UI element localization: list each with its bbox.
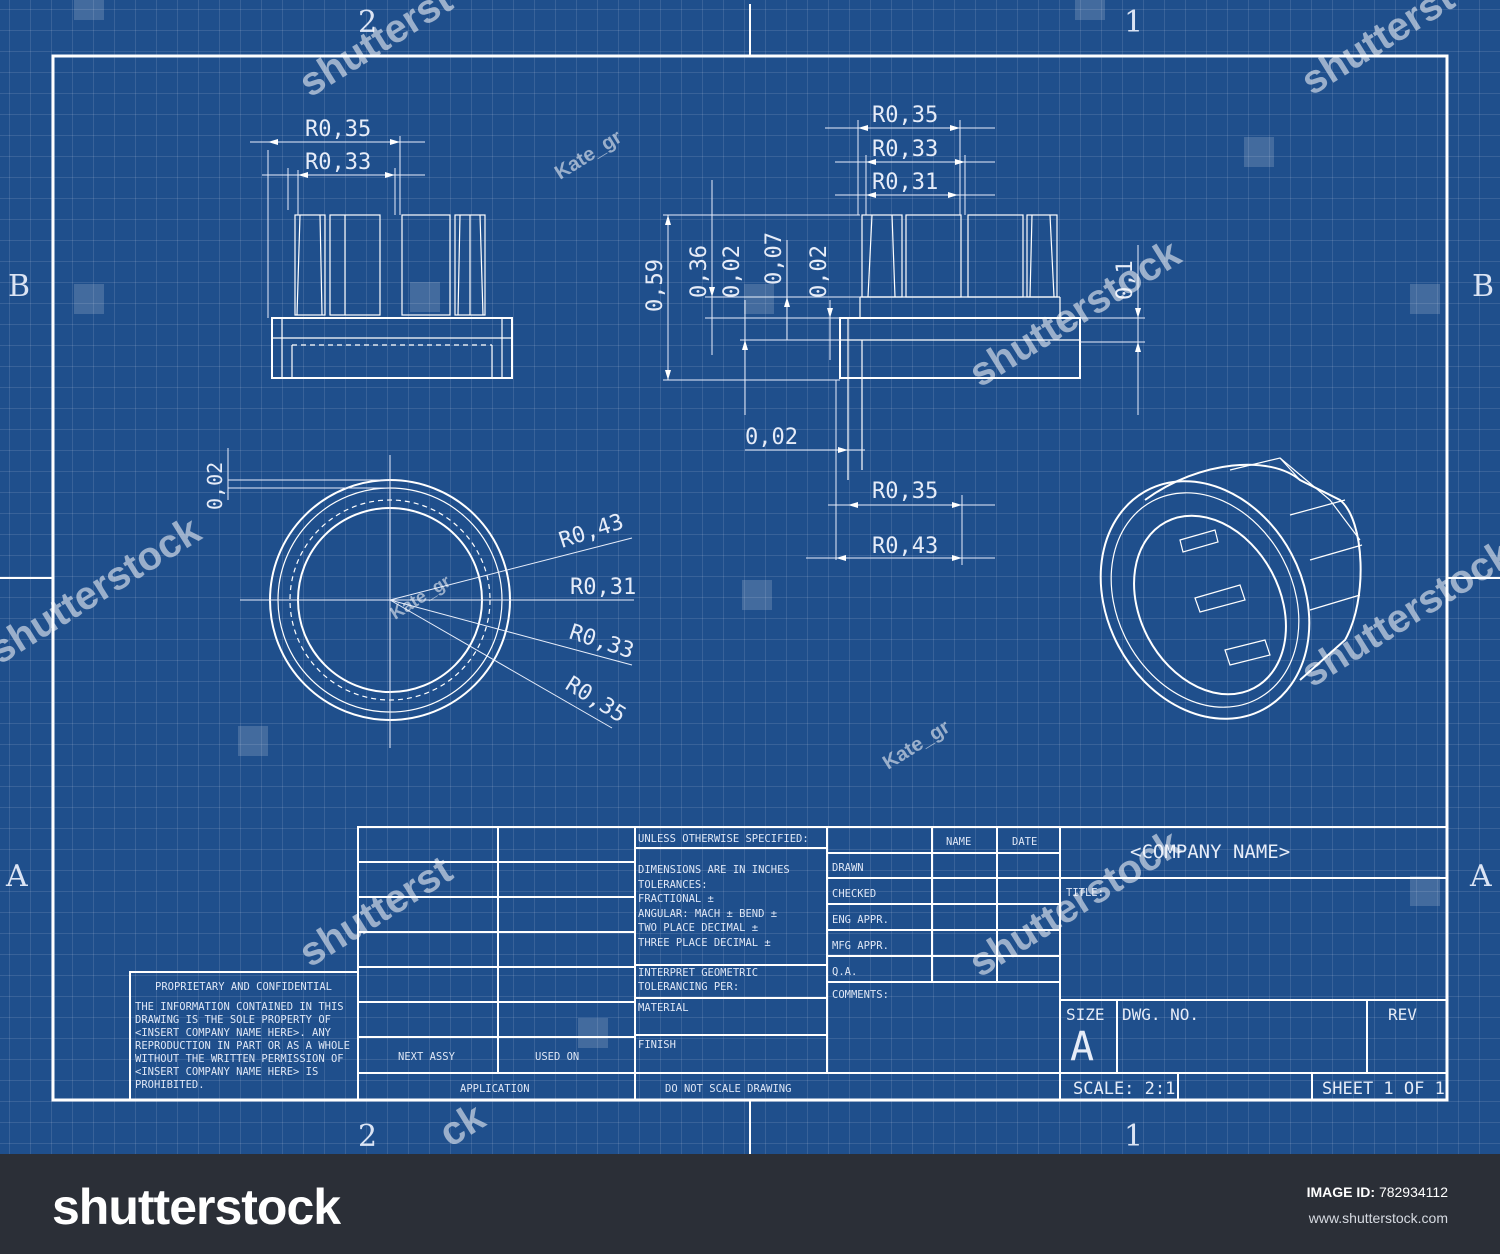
finish-label: FINISH — [638, 1039, 676, 1051]
spec-line-2: TOLERANCES: — [638, 879, 708, 891]
dim-r035-front: R0,35 — [305, 117, 371, 142]
rev-label: REV — [1388, 1005, 1417, 1024]
zone-labels: 2 1 2 1 B A B A — [5, 5, 1494, 1154]
scale-label: SCALE: 2:1 — [1073, 1079, 1175, 1099]
dim-r043-bottom: R0,43 — [872, 534, 938, 559]
zone-left-a: A — [5, 859, 28, 894]
dim-036: 0,36 — [687, 245, 712, 298]
proprietary-title: PROPRIETARY AND CONFIDENTIAL — [155, 981, 332, 993]
dim-002-b: 0,02 — [807, 245, 832, 298]
material-label: MATERIAL — [638, 1002, 689, 1014]
image-id-value: 782934112 — [1378, 1184, 1448, 1200]
dim-r035-bottom: R0,35 — [872, 479, 938, 504]
dim-007: 0,07 — [762, 232, 787, 285]
watermark-brand-1: shutterstock — [961, 231, 1189, 396]
company-name: <COMPANY NAME> — [1130, 841, 1290, 863]
date-header: DATE — [1012, 836, 1037, 848]
zone-bottom-2: 2 — [358, 1119, 377, 1154]
used-on-label: USED ON — [535, 1051, 579, 1063]
interpret-line-1: INTERPRET GEOMETRIC — [638, 967, 758, 979]
footer-url[interactable]: www.shutterstock.com — [1308, 1210, 1448, 1226]
technical-drawing: 2 1 2 1 B A B A — [0, 0, 1500, 1154]
dim-r035-section: R0,35 — [872, 103, 938, 128]
qa-label: Q.A. — [832, 966, 857, 978]
dim-002-a: 0,02 — [720, 245, 745, 298]
watermark-author-3: Kate_gr — [879, 716, 954, 774]
dim-002-bottom: 0,02 — [745, 425, 798, 450]
zone-right-b: B — [1472, 269, 1494, 304]
title-label: TITLE: — [1066, 887, 1104, 899]
footer-image-id: IMAGE ID: 782934112 — [1307, 1184, 1448, 1200]
zone-top-2: 2 — [358, 5, 377, 40]
interpret-line-2: TOLERANCING PER: — [638, 981, 739, 993]
dim-r033-section: R0,33 — [872, 137, 938, 162]
application-label: APPLICATION — [460, 1083, 530, 1095]
drawn-label: DRAWN — [832, 862, 864, 874]
checked-label: CHECKED — [832, 888, 876, 900]
spec-line-4: ANGULAR: MACH ± BEND ± — [638, 908, 777, 920]
zone-top-1: 1 — [1124, 5, 1143, 40]
stock-footer: shutterstock IMAGE ID: 782934112 www.shu… — [0, 1154, 1500, 1254]
watermark-brand-end: ck — [431, 1094, 493, 1154]
watermark-brand-7: shutterst — [1293, 0, 1461, 104]
watermark-brand-3: shutterstock — [0, 508, 209, 673]
dim-059: 0,59 — [643, 259, 668, 312]
spec-header: UNLESS OTHERWISE SPECIFIED: — [638, 833, 809, 845]
section-view: R0,35 R0,33 R0,31 0,59 0,36 0,02 0,07 0,… — [643, 103, 1145, 565]
proprietary-line-4: REPRODUCTION IN PART OR AS A WHOLE — [135, 1040, 350, 1052]
zone-left-b: B — [8, 269, 30, 304]
footer-brand-logo[interactable]: shutterstock — [52, 1179, 341, 1235]
size-label: SIZE — [1066, 1005, 1105, 1024]
spec-line-1: DIMENSIONS ARE IN INCHES — [638, 864, 790, 876]
comments-label: COMMENTS: — [832, 989, 889, 1001]
title-block: PROPRIETARY AND CONFIDENTIAL THE INFORMA… — [129, 826, 1448, 1101]
isometric-view — [1099, 457, 1363, 720]
dim-r031-circle: R0,31 — [570, 575, 636, 600]
dim-002-circle: 0,02 — [203, 462, 227, 510]
dwg-no-label: DWG. NO. — [1122, 1005, 1199, 1024]
name-header: NAME — [946, 836, 971, 848]
eng-appr-label: ENG APPR. — [832, 914, 889, 926]
watermark-brand-5: shutterst — [291, 0, 459, 106]
image-id-label: IMAGE ID: — [1306, 1184, 1376, 1200]
proprietary-line-1: THE INFORMATION CONTAINED IN THIS — [135, 1001, 344, 1013]
dim-r043-circle: R0,43 — [556, 509, 627, 553]
next-assy-label: NEXT ASSY — [398, 1051, 456, 1063]
mfg-appr-label: MFG APPR. — [832, 940, 889, 952]
spec-line-6: THREE PLACE DECIMAL ± — [638, 937, 771, 949]
dim-r031-section: R0,31 — [872, 170, 938, 195]
proprietary-line-3: <INSERT COMPANY NAME HERE>. ANY — [135, 1027, 332, 1039]
watermark-author-2: Kate_gr — [387, 571, 454, 623]
dim-r033-circle: R0,33 — [566, 620, 637, 664]
proprietary-line-7: PROHIBITED. — [135, 1079, 205, 1091]
spec-line-3: FRACTIONAL ± — [638, 893, 714, 905]
watermark-brand-6: shutterst — [291, 848, 459, 976]
blueprint-sheet — [0, 0, 1500, 1154]
proprietary-line-2: DRAWING IS THE SOLE PROPERTY OF — [135, 1014, 331, 1026]
zone-bottom-1: 1 — [1124, 1119, 1143, 1154]
size-value: A — [1070, 1024, 1094, 1070]
spec-line-5: TWO PLACE DECIMAL ± — [638, 922, 758, 934]
no-scale-label: DO NOT SCALE DRAWING — [665, 1083, 791, 1095]
sheet-label: SHEET 1 OF 1 — [1322, 1079, 1445, 1099]
watermark-author-1: Kate_gr — [551, 126, 626, 184]
dim-r035-circle: R0,35 — [561, 672, 630, 728]
proprietary-line-5: WITHOUT THE WRITTEN PERMISSION OF — [135, 1053, 344, 1065]
dim-01: 0,1 — [1113, 260, 1138, 300]
proprietary-line-6: <INSERT COMPANY NAME HERE> IS — [135, 1066, 318, 1078]
zone-right-a: A — [1469, 859, 1492, 894]
dim-r033-front: R0,33 — [305, 150, 371, 175]
front-view: R0,35 R0,33 — [250, 117, 513, 379]
